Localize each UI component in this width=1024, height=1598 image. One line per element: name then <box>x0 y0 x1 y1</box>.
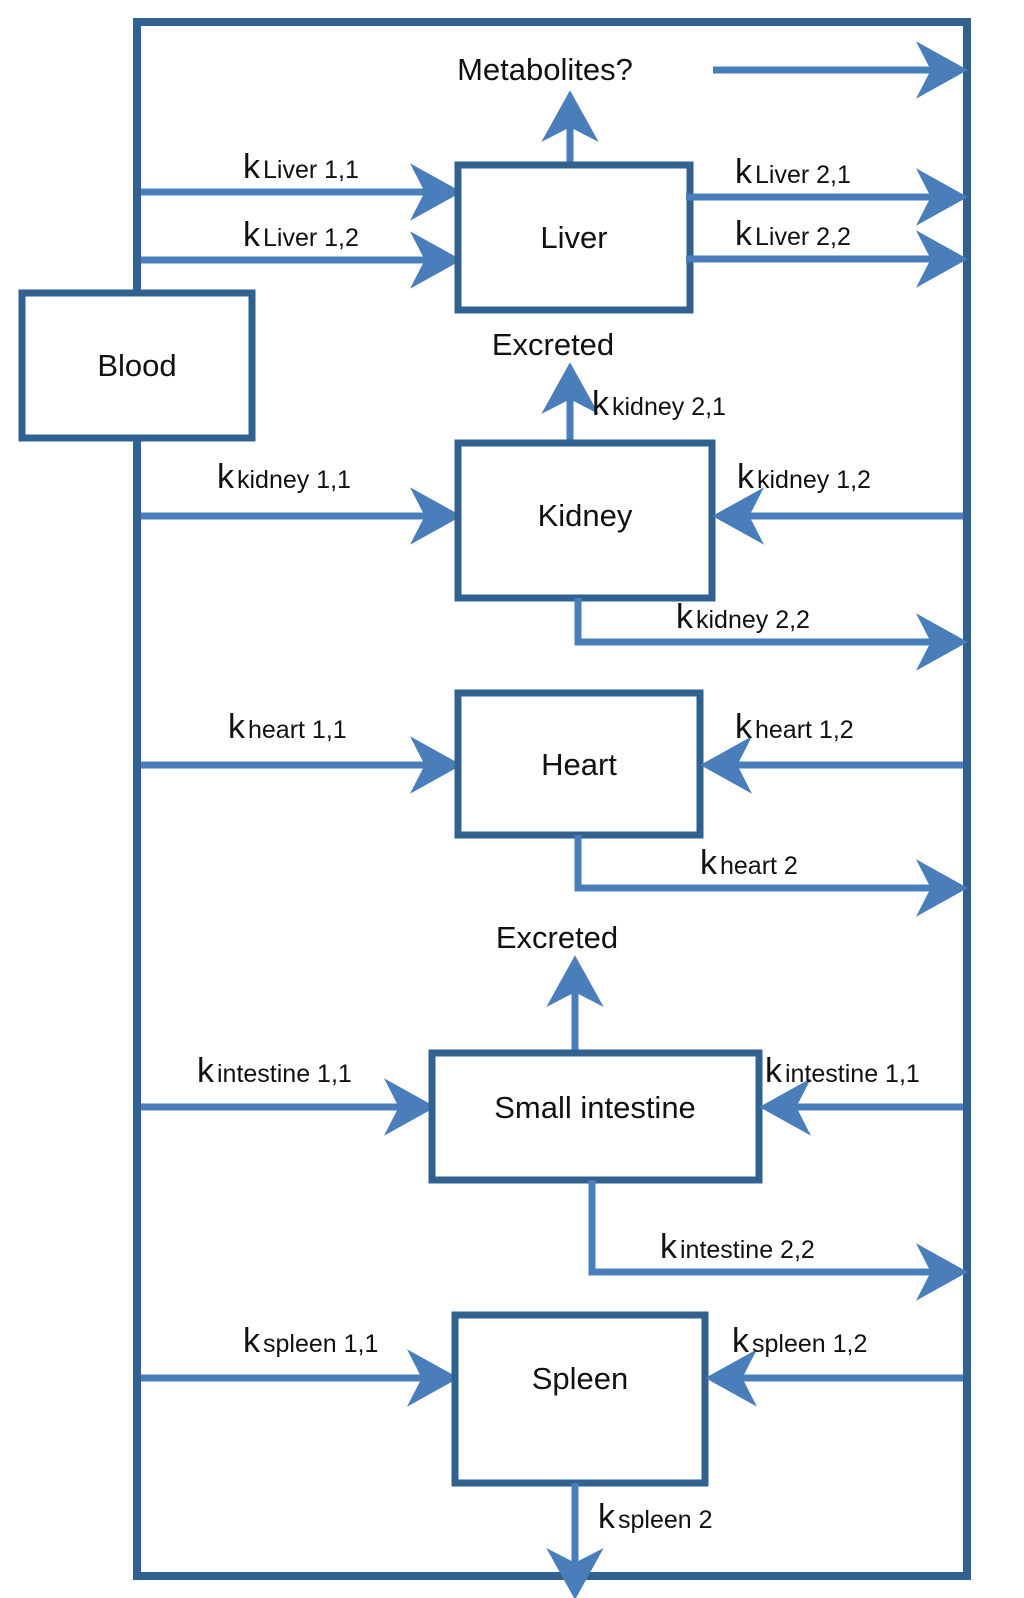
compartment-spleen[interactable]: Spleen <box>451 1311 709 1487</box>
rate-subscript: Liver 2,1 <box>755 161 851 189</box>
rate-k-symbol: k <box>732 1322 750 1360</box>
rate-label-liver-2-1: k Liver 2,1 <box>735 153 851 191</box>
rate-k-symbol: k <box>737 458 755 496</box>
rate-subscript: spleen 2 <box>618 1506 713 1534</box>
rate-label-liver-1-1: k Liver 1,1 <box>243 148 359 186</box>
rate-label-kidney-1-2: k kidney 1,2 <box>737 458 871 496</box>
rate-label-intestine-1-1-left: k intestine 1,1 <box>197 1052 352 1090</box>
rate-label-kidney-1-1: k kidney 1,1 <box>217 458 351 496</box>
rate-subscript: Liver 2,2 <box>755 223 851 251</box>
fate-label-metabolites: Metabolites? <box>457 52 633 87</box>
rate-label-liver-1-2: k Liver 1,2 <box>243 216 359 254</box>
rate-subscript: intestine 1,1 <box>217 1060 352 1088</box>
rate-subscript: Liver 1,2 <box>263 224 359 252</box>
rate-label-liver-2-2: k Liver 2,2 <box>735 215 851 253</box>
compartment-liver[interactable]: Liver <box>454 161 694 314</box>
compartment-kidney-label: Kidney <box>538 498 633 533</box>
rate-k-symbol: k <box>765 1052 783 1090</box>
rate-k-symbol: k <box>243 1322 261 1360</box>
rate-label-heart-1-1: k heart 1,1 <box>228 708 347 746</box>
rate-k-symbol: k <box>228 708 246 746</box>
fate-label-excreted-kidney: Excreted <box>492 327 614 362</box>
rate-subscript: intestine 1,1 <box>785 1060 920 1088</box>
rate-k-symbol: k <box>243 148 261 186</box>
rate-k-symbol: k <box>197 1052 215 1090</box>
compartment-liver-label: Liver <box>540 220 607 255</box>
rate-label-heart-1-2: k heart 1,2 <box>735 708 854 746</box>
rate-k-symbol: k <box>735 153 753 191</box>
rate-k-symbol: k <box>700 844 718 882</box>
rate-k-symbol: k <box>676 598 694 636</box>
arrow-heart-out-2 <box>574 835 968 917</box>
rate-subscript: kidney 1,2 <box>757 466 871 494</box>
rate-k-symbol: k <box>243 216 261 254</box>
compartment-spleen-label: Spleen <box>532 1361 629 1396</box>
rate-subscript: spleen 1,2 <box>752 1330 867 1358</box>
rate-label-kidney-2-1: k kidney 2,1 <box>592 385 726 423</box>
rate-label-intestine-2-2: k intestine 2,2 <box>660 1228 815 1266</box>
rate-subscript: kidney 1,1 <box>237 466 351 494</box>
rate-subscript: kidney 2,1 <box>612 393 726 421</box>
compartment-blood[interactable]: Blood <box>18 289 256 442</box>
rate-subscript: spleen 1,1 <box>263 1330 378 1358</box>
circulation-frame <box>133 18 971 1580</box>
rate-k-symbol: k <box>735 708 753 746</box>
rate-label-spleen-1-2: k spleen 1,2 <box>732 1322 867 1360</box>
rate-subscript: heart 2 <box>720 852 798 880</box>
fate-label-excreted-intestine: Excreted <box>496 920 618 955</box>
rate-subscript: heart 1,2 <box>755 716 854 744</box>
rate-k-symbol: k <box>735 215 753 253</box>
rate-k-symbol: k <box>592 385 610 423</box>
compartment-intestine[interactable]: Small intestine <box>428 1049 763 1184</box>
rate-label-spleen-2: k spleen 2 <box>598 1498 713 1536</box>
rate-k-symbol: k <box>660 1228 678 1266</box>
rate-label-kidney-2-2: k kidney 2,2 <box>676 598 810 636</box>
rate-subscript: intestine 2,2 <box>680 1236 815 1264</box>
rate-label-spleen-1-1: k spleen 1,1 <box>243 1322 378 1360</box>
compartment-blood-label: Blood <box>97 348 176 383</box>
rate-k-symbol: k <box>217 458 235 496</box>
rate-subscript: heart 1,1 <box>248 716 347 744</box>
rate-label-intestine-1-1-right: k intestine 1,1 <box>765 1052 920 1090</box>
compartment-intestine-label: Small intestine <box>494 1090 696 1125</box>
rate-k-symbol: k <box>598 1498 616 1536</box>
rate-subscript: kidney 2,2 <box>696 606 810 634</box>
rate-label-heart-2: k heart 2 <box>700 844 798 882</box>
arrow-intestine-out-2-2 <box>588 1180 968 1301</box>
compartment-kidney[interactable]: Kidney <box>454 439 716 602</box>
arrow-kidney-out-2-2 <box>574 598 968 671</box>
rate-subscript: Liver 1,1 <box>263 156 359 184</box>
compartment-heart-label: Heart <box>541 747 617 782</box>
compartment-heart[interactable]: Heart <box>454 689 704 839</box>
